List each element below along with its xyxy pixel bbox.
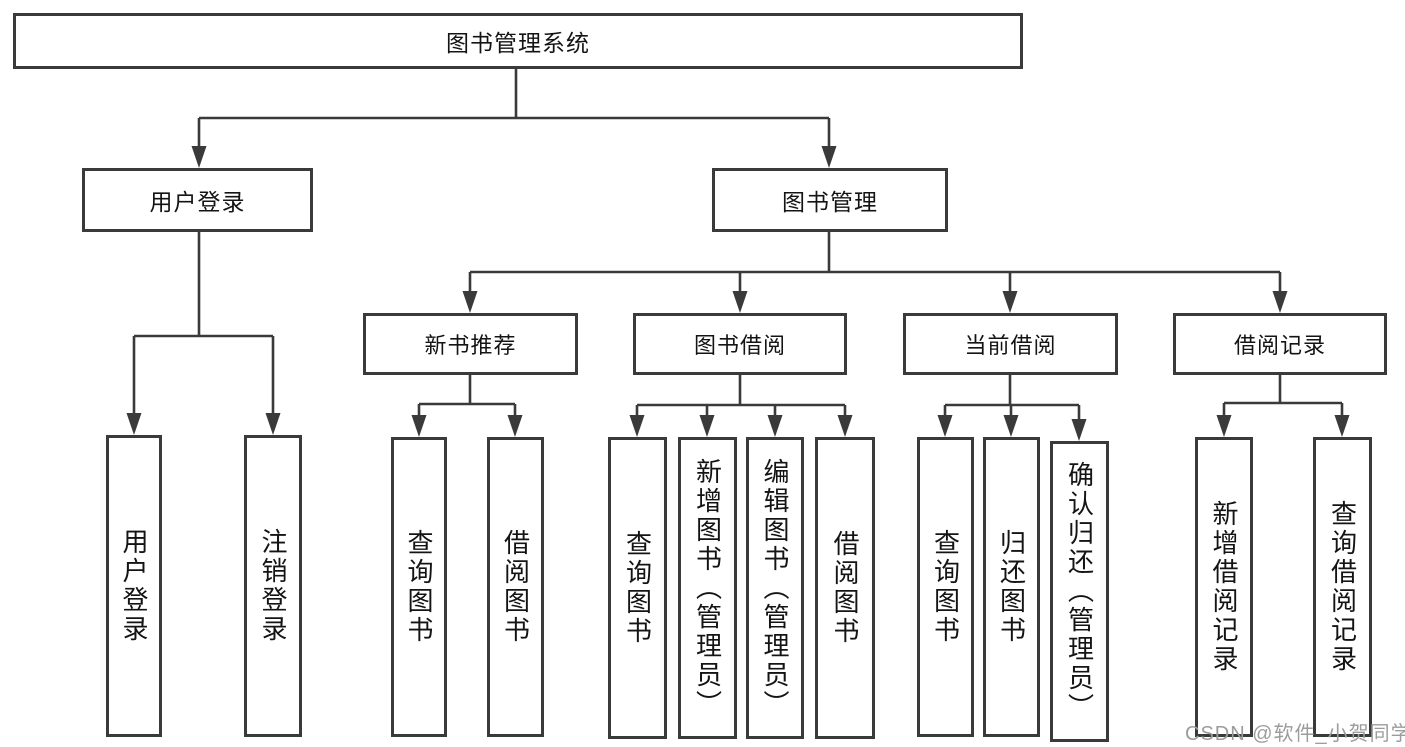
- leaf-add-borrow-record: 新增借阅记录: [1195, 437, 1253, 737]
- node-new-book-rec: 新书推荐: [363, 313, 578, 375]
- leaf-newrec-query-books-label: 查询图书: [404, 529, 434, 645]
- node-book-mgmt: 图书管理: [712, 168, 948, 232]
- node-root: 图书管理系统: [13, 13, 1023, 69]
- node-book-mgmt-label: 图书管理: [782, 189, 878, 215]
- connector-root-to-level2: [197, 69, 831, 147]
- connector-new-book-rec-to-children: [417, 375, 517, 417]
- connector-user-login-to-children: [132, 232, 275, 415]
- leaf-borrow-borrow-books-label: 借阅图书: [830, 530, 860, 646]
- node-new-book-rec-label: 新书推荐: [424, 333, 517, 358]
- leaf-current-query-books-label: 查询图书: [930, 529, 961, 645]
- leaf-user-login: 用户登录: [106, 435, 162, 737]
- csdn-watermark: CSDN @软件_小贺同学: [1185, 723, 1405, 745]
- leaf-return-books-label: 归还图书: [996, 529, 1027, 645]
- leaf-add-books-admin: 新增图书（管理员）: [678, 437, 737, 739]
- node-user-login-label: 用户登录: [149, 189, 246, 215]
- node-current-borrow-label: 当前借阅: [964, 333, 1057, 358]
- connector-book-mgmt-to-level3: [468, 232, 1282, 293]
- leaf-add-borrow-record-label: 新增借阅记录: [1209, 500, 1239, 674]
- leaf-confirm-return-admin: 确认归还（管理员）: [1050, 441, 1109, 742]
- leaf-newrec-borrow-books: 借阅图书: [487, 437, 544, 737]
- leaf-return-books: 归还图书: [983, 437, 1040, 737]
- connector-current-borrow-to-children: [943, 375, 1081, 421]
- connector-book-borrow-to-children: [635, 375, 847, 417]
- leaf-query-borrow-record-label: 查询借阅记录: [1327, 500, 1358, 674]
- leaf-current-query-books: 查询图书: [917, 437, 974, 737]
- node-book-borrow-label: 图书借阅: [693, 333, 786, 358]
- node-user-login: 用户登录: [82, 168, 313, 232]
- node-current-borrow: 当前借阅: [903, 313, 1118, 375]
- leaf-logout: 注销登录: [244, 435, 302, 737]
- leaf-add-books-admin-label: 新增图书（管理员）: [692, 457, 723, 719]
- leaf-logout-label: 注销登录: [258, 528, 288, 644]
- leaf-newrec-borrow-books-label: 借阅图书: [500, 529, 531, 645]
- node-root-label: 图书管理系统: [446, 30, 590, 56]
- node-borrow-records-label: 借阅记录: [1233, 333, 1326, 358]
- leaf-edit-books-admin-label: 编辑图书（管理员）: [760, 457, 790, 719]
- leaf-user-login-label: 用户登录: [119, 528, 149, 644]
- connector-borrow-records-to-children: [1222, 375, 1344, 417]
- node-borrow-records: 借阅记录: [1173, 313, 1387, 375]
- leaf-confirm-return-admin-label: 确认归还（管理员）: [1064, 461, 1095, 722]
- node-book-borrow: 图书借阅: [633, 313, 847, 375]
- arrowheads: [126, 146, 1350, 441]
- leaf-borrow-borrow-books: 借阅图书: [815, 437, 875, 739]
- leaf-borrow-query-books: 查询图书: [608, 437, 667, 739]
- leaf-borrow-query-books-label: 查询图书: [622, 530, 653, 646]
- leaf-edit-books-admin: 编辑图书（管理员）: [746, 437, 804, 739]
- leaf-query-borrow-record: 查询借阅记录: [1313, 437, 1372, 737]
- leaf-newrec-query-books: 查询图书: [391, 437, 447, 737]
